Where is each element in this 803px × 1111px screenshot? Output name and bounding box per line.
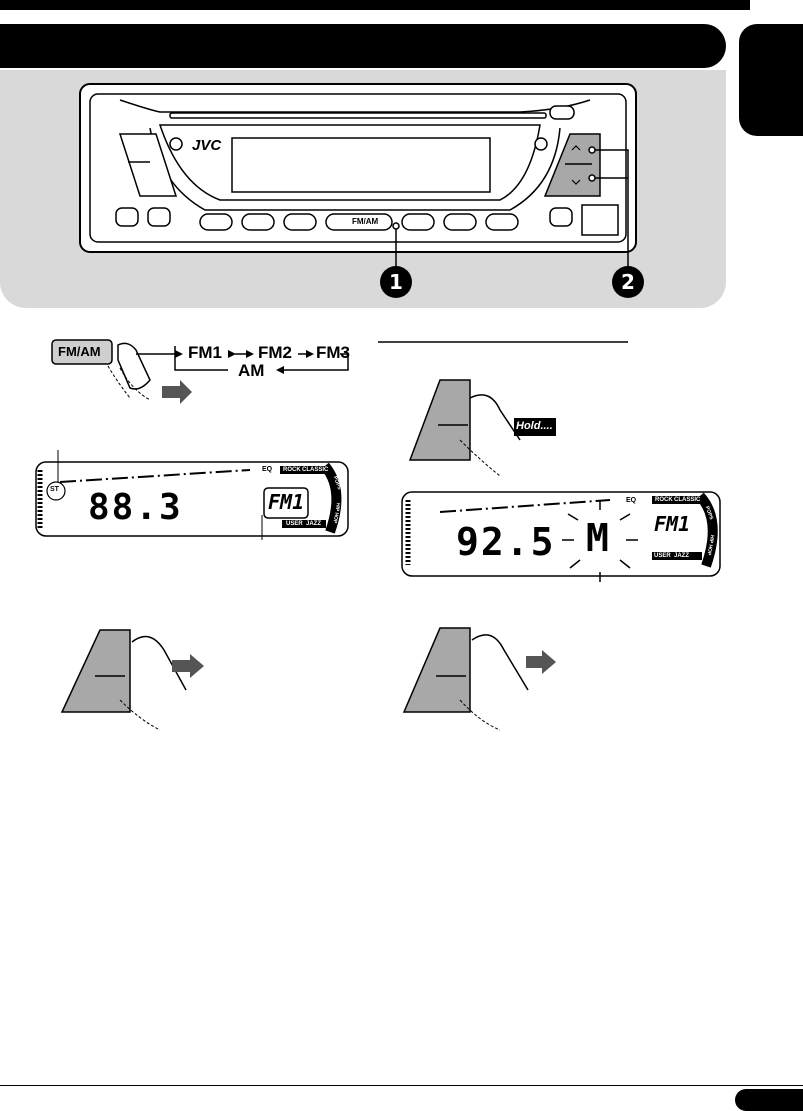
display-right [401, 491, 721, 582]
eq-label-left: EQ [262, 466, 273, 473]
frequency-readout-left: 88.3 [88, 487, 183, 528]
mode-classic-right: CLASSIC [674, 497, 701, 503]
callout-1: 1 [380, 266, 412, 298]
mode-user-right: USER [654, 553, 671, 559]
seek-hand-left [60, 629, 204, 731]
stereo-indicator: ST [50, 486, 59, 493]
frequency-readout-right: 92.5 [456, 520, 556, 564]
band-fm2: FM2 [258, 343, 292, 362]
mode-classic-left: CLASSIC [302, 467, 329, 473]
mode-rock-right: ROCK [655, 497, 673, 503]
page-number-badge [735, 1089, 803, 1111]
band-readout-left: FM1 [268, 490, 305, 514]
callout-2: 2 [612, 266, 644, 298]
brand-logo: JVC [192, 137, 222, 154]
hold-illustration [408, 379, 556, 477]
top-bar [0, 0, 750, 10]
mode-jazz-left: JAZZ [306, 521, 321, 527]
mode-user-left: USER [286, 521, 303, 527]
mode-jazz-right: JAZZ [674, 553, 689, 559]
band-readout-right: FM1 [654, 512, 691, 536]
band-fm1: FM1 [188, 343, 222, 362]
seek-hand-right [402, 627, 556, 731]
eq-label-right: EQ [626, 497, 637, 504]
faceplate-fmam-label[interactable]: FM/AM [352, 217, 379, 226]
display-left [35, 450, 349, 540]
band-am: AM [238, 361, 265, 380]
band-select-illustration [51, 339, 349, 404]
faceplate [79, 83, 637, 270]
language-tab [739, 24, 803, 136]
band-fm3: FM3 [316, 343, 350, 362]
title-bar [0, 24, 726, 68]
footer-rule [0, 1085, 803, 1086]
fmam-key-label[interactable]: FM/AM [58, 344, 101, 359]
mode-rock-left: ROCK [283, 467, 301, 473]
hold-label: Hold.... [516, 420, 553, 432]
memory-indicator: M [586, 516, 609, 560]
